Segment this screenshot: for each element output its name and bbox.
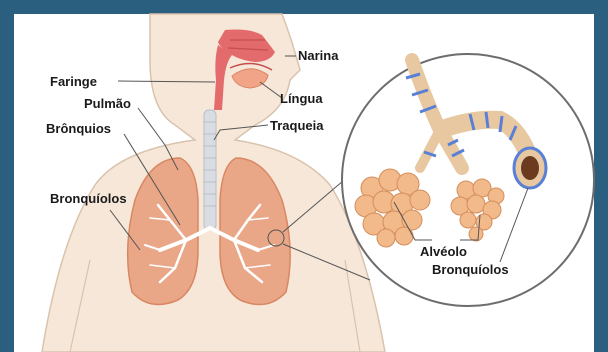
label-lingua: Língua <box>280 91 323 106</box>
label-pulmao: Pulmão <box>84 96 131 111</box>
label-bronquiolos-body: Bronquíolos <box>50 191 127 206</box>
trachea <box>204 110 216 230</box>
label-bronquiolos-inset: Bronquíolos <box>432 262 509 277</box>
label-alveolo: Alvéolo <box>420 244 467 259</box>
label-bronquios: Brônquios <box>46 121 111 136</box>
label-traqueia: Traqueia <box>270 118 324 133</box>
label-faringe: Faringe <box>50 74 97 89</box>
label-narina: Narina <box>298 48 339 63</box>
